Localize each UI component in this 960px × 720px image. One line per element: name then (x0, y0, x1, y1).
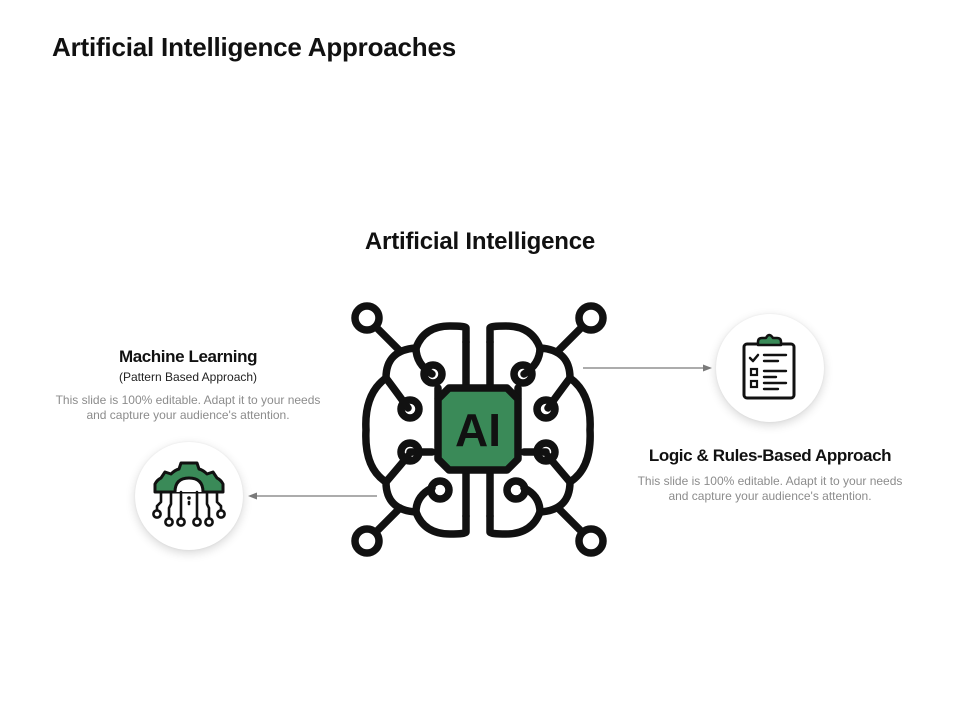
logic-rules-title: Logic & Rules-Based Approach (648, 446, 892, 465)
ai-chip-label: AI (455, 404, 501, 456)
arrow-to-machine-learning (248, 492, 377, 500)
machine-learning-subtitle: (Pattern Based Approach) (118, 370, 258, 384)
logic-rules-description: This slide is 100% editable. Adapt it to… (637, 474, 903, 503)
center-title: Artificial Intelligence (364, 228, 596, 255)
ai-chip: AI (434, 384, 522, 474)
checklist-clipboard-icon (742, 333, 796, 400)
ai-brain-circuit-icon: AI (351, 302, 607, 557)
logic-rules-icon-circle (716, 314, 824, 422)
slide-title: Artificial Intelligence Approaches (52, 32, 457, 62)
machine-learning-description: This slide is 100% editable. Adapt it to… (55, 393, 321, 422)
arrow-to-logic-rules (583, 364, 712, 372)
machine-learning-title: Machine Learning (118, 347, 258, 366)
gear-circuit-icon (152, 461, 226, 527)
machine-learning-icon-circle (135, 442, 243, 550)
